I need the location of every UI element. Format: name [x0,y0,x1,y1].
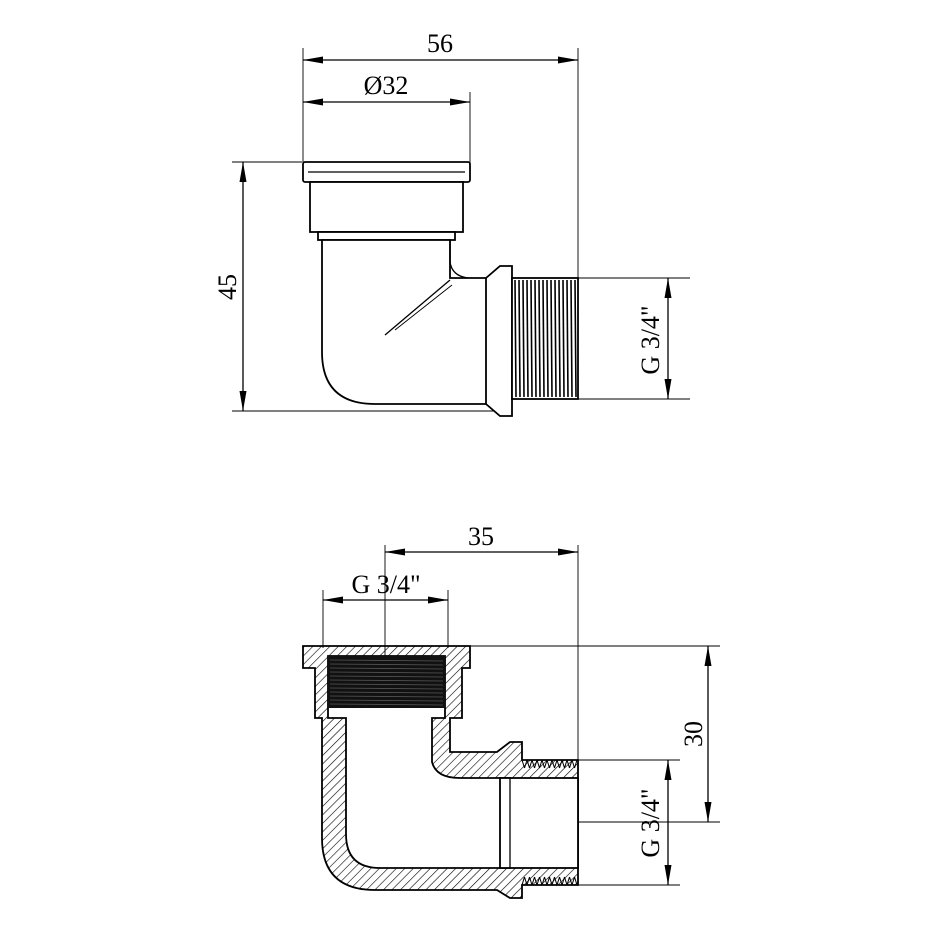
thread-stroke [521,876,525,886]
thread-stroke [561,876,565,886]
thread-stroke [551,759,555,769]
top-male-thread [514,279,577,398]
thread-stroke [524,759,528,769]
thread-stroke [529,759,533,769]
dim-diameter-label: Ø32 [364,71,409,100]
section-female-thread [329,659,444,706]
thread-stroke [526,876,530,886]
thread-stroke [541,876,545,886]
thread-stroke [574,279,577,398]
top-dimension-45: 45 [213,162,247,411]
thread-stroke [329,695,444,698]
thread-stroke [534,759,538,769]
thread-stroke [536,876,540,886]
thread-stroke [546,876,550,886]
thread-stroke [562,279,565,398]
thread-stroke [549,759,553,769]
section-male-thread [521,759,578,886]
section-view: 35 G 3/4" 30 G 3/4" [302,522,720,899]
thread-stroke [549,876,553,886]
thread-stroke [559,876,563,886]
thread-stroke [518,279,521,398]
thread-stroke [566,279,569,398]
thread-stroke [329,659,444,662]
thread-stroke [526,279,529,398]
thread-stroke [566,876,570,886]
dim-56-label: 56 [427,29,453,58]
thread-stroke [529,876,533,886]
thread-stroke [526,759,530,769]
dim-35-label: 35 [468,522,494,551]
section-dimension-35: 35 [385,522,578,556]
dim-30-label: 30 [679,721,708,747]
thread-stroke [329,691,444,694]
thread-stroke [329,663,444,666]
dim-thread-right-label: G 3/4" [636,788,665,857]
thread-stroke [522,279,525,398]
thread-stroke [329,687,444,690]
top-extension-lines [232,48,690,412]
dim-45-label: 45 [213,274,242,300]
thread-stroke [329,667,444,670]
thread-stroke [558,279,561,398]
dim-thread-label: G 3/4" [636,305,665,374]
thread-stroke [566,759,570,769]
thread-stroke [554,279,557,398]
thread-stroke [524,876,528,886]
thread-stroke [556,759,560,769]
top-dimension-diameter: Ø32 [303,71,470,106]
top-dimension-thread: G 3/4" [636,278,672,399]
thread-stroke [536,759,540,769]
thread-stroke [329,679,444,682]
thread-stroke [569,759,573,769]
thread-stroke [534,876,538,886]
thread-stroke [546,759,550,769]
section-dimension-thread-right: G 3/4" [636,760,672,885]
thread-stroke [556,876,560,886]
thread-stroke [554,759,558,769]
thread-stroke [531,759,535,769]
top-view: 56 Ø32 45 G 3/4" [213,29,690,417]
thread-stroke [564,876,568,886]
thread-stroke [538,279,541,398]
thread-stroke [550,279,553,398]
thread-stroke [551,876,555,886]
thread-stroke [329,683,444,686]
thread-stroke [554,876,558,886]
thread-stroke [574,759,578,769]
thread-stroke [542,279,545,398]
thread-stroke [546,279,549,398]
dim-thread-top-label: G 3/4" [351,570,420,599]
thread-stroke [564,759,568,769]
thread-stroke [571,759,575,769]
thread-stroke [329,703,444,706]
thread-stroke [559,759,563,769]
thread-stroke [521,759,525,769]
thread-stroke [534,279,537,398]
top-fitting-body [302,161,579,417]
thread-stroke [561,759,565,769]
thread-stroke [329,699,444,702]
section-dimension-30: 30 [679,646,712,822]
thread-stroke [544,876,548,886]
section-dimension-thread-top: G 3/4" [323,570,448,604]
thread-stroke [571,876,575,886]
top-dimension-56: 56 [303,29,578,64]
thread-stroke [514,279,517,398]
thread-stroke [530,279,533,398]
thread-stroke [574,876,578,886]
thread-stroke [569,876,573,886]
thread-stroke [531,876,535,886]
thread-stroke [329,675,444,678]
thread-stroke [570,279,573,398]
thread-stroke [539,759,543,769]
thread-stroke [544,759,548,769]
thread-stroke [329,671,444,674]
thread-stroke [539,876,543,886]
section-fitting-walls [302,645,579,899]
thread-stroke [541,759,545,769]
